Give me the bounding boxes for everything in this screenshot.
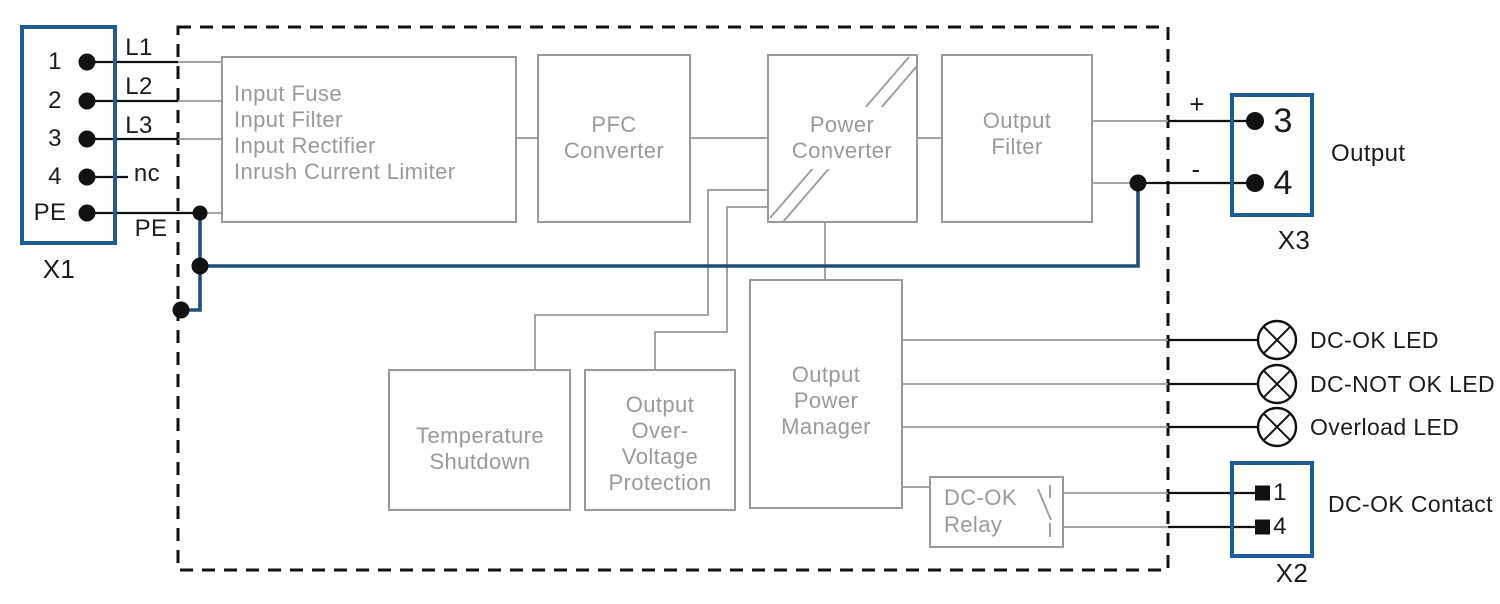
connector-x1-label: X1 [42, 254, 76, 284]
temperature-shutdown-text: Temperature Shutdown [416, 423, 544, 474]
junction-pe-branch [191, 257, 209, 275]
led-symbols [1256, 319, 1298, 448]
wire-l3-label: L3 [125, 112, 153, 139]
output-over-voltage-protection-text: Output Over- Voltage Protection [608, 392, 712, 495]
pfc-converter-block [537, 54, 691, 223]
external-wires [95, 60, 1258, 529]
wire-l1-label: L1 [125, 34, 153, 61]
junction-dots [172, 174, 1147, 319]
x1-pin-1-label: 1 [48, 48, 62, 75]
connector-x2-box [1230, 461, 1314, 558]
output-power-manager-block [749, 279, 903, 509]
plus-polarity-label: + [1189, 89, 1205, 119]
pfc-converter-text: PFC Converter [563, 112, 665, 163]
x1-pin-4-dot [78, 168, 96, 186]
overload-led-icon [1256, 406, 1298, 448]
overload-led-label: Overload LED [1310, 414, 1460, 440]
output-caption: Output [1331, 140, 1406, 167]
internal-wires [178, 61, 1168, 528]
dc-ok-led-icon [1256, 319, 1298, 361]
x1-pin-4-label: 4 [48, 163, 62, 190]
connector-x2-label: X2 [1275, 558, 1309, 588]
wire-nc-label: nc [133, 160, 161, 187]
temperature-shutdown-block [388, 369, 571, 511]
junction-pe-entry [192, 205, 208, 221]
dc-not-ok-led-label: DC-NOT OK LED [1310, 371, 1495, 397]
x1-pin-pe-label: PE [33, 199, 67, 226]
connector-x3-box [1230, 93, 1314, 217]
x2-pin-1-label: 1 [1273, 479, 1287, 506]
dc-not-ok-led-icon [1256, 363, 1298, 405]
dc-ok-led-label: DC-OK LED [1310, 327, 1439, 353]
x2-pin-1-square [1255, 485, 1270, 501]
x2-pin-4-square [1255, 519, 1270, 535]
connector-x1-box [20, 25, 117, 245]
x1-pin-2-dot [78, 92, 96, 110]
relay-contact-icon [1037, 485, 1052, 537]
x3-pin-4-label: 4 [1273, 164, 1293, 202]
wire-temperature-shutdown [534, 189, 768, 370]
x1-pin-2-label: 2 [48, 87, 62, 114]
x3-pin-4-dot [1246, 174, 1264, 192]
dc-ok-relay-text: DC-OK Relay [944, 485, 1017, 537]
input-stage-block [221, 56, 517, 223]
output-over-voltage-protection-block [584, 369, 736, 511]
connector-x3-label: X3 [1277, 225, 1311, 255]
x1-pin-pe-dot [78, 204, 96, 222]
x3-pin-3-label: 3 [1273, 102, 1293, 140]
output-filter-text: Output Filter [982, 108, 1052, 159]
x2-pin-4-label: 4 [1273, 513, 1287, 540]
x1-pin-3-dot [78, 130, 96, 148]
output-power-manager-text: Output Power Manager [781, 362, 871, 439]
wire-l2-label: L2 [125, 73, 153, 100]
power-converter-text: Power Converter [791, 112, 893, 163]
x1-pin-3-label: 3 [48, 125, 62, 152]
junction-minus-output [1129, 174, 1147, 192]
minus-polarity-label: - [1191, 154, 1201, 184]
input-stage-text: Input Fuse Input Filter Input Rectifier … [234, 81, 456, 184]
dc-ok-relay-block [929, 476, 1064, 548]
enclosure-dashed-border [176, 25, 1170, 572]
x1-pin-dots [78, 53, 96, 222]
wire-pe-label: PE [134, 215, 168, 242]
x1-pin-1-dot [78, 53, 96, 71]
junction-chassis [172, 301, 190, 319]
x2-pin-squares [1255, 485, 1270, 535]
dc-ok-contact-caption: DC-OK Contact [1328, 491, 1493, 517]
x3-pin-3-dot [1246, 112, 1264, 130]
wire-over-voltage-protection [654, 206, 768, 370]
x3-pin-dots [1246, 112, 1264, 192]
power-converter-text-mask [786, 107, 904, 169]
